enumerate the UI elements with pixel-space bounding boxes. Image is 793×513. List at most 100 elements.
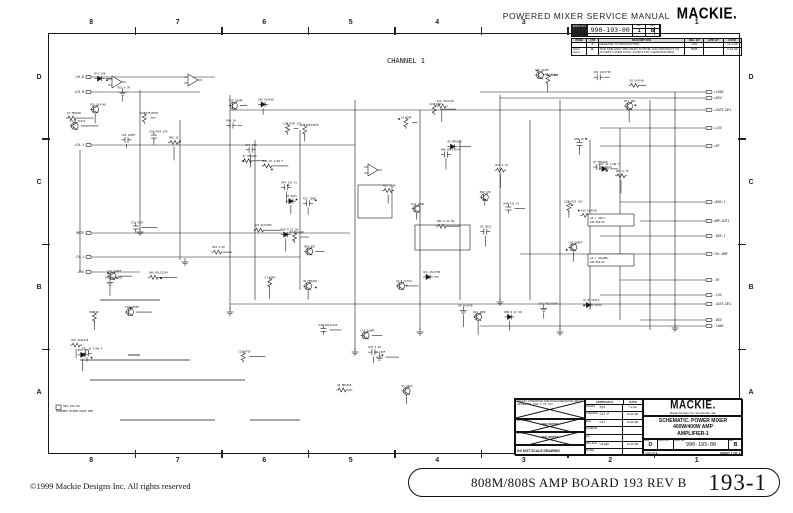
dwg-no-value: 990-193-00 xyxy=(588,25,633,36)
drawing-title-line1: SCHEMATIC, POWER MIXER xyxy=(658,417,728,424)
svg-text:D20 DL4148: D20 DL4148 xyxy=(90,102,106,106)
approval-row: QA xyxy=(586,434,642,442)
svg-text:MUTE: MUTE xyxy=(76,231,84,235)
svg-text:100-084-00: 100-084-00 xyxy=(590,221,605,224)
approvals-header: APPROVALS xyxy=(586,400,624,404)
sheet-of-label: SHEET 1 OF 4 xyxy=(719,451,740,455)
grid-letter-left: A xyxy=(36,389,42,397)
svg-text:990-193-00: 990-193-00 xyxy=(63,404,80,408)
svg-text:-HT: -HT xyxy=(714,278,720,282)
grid-letter-right: A xyxy=(748,389,754,397)
svg-text:Q24 MJE15030: Q24 MJE15030 xyxy=(300,123,319,127)
svg-text:R80 0.22 5W: R80 0.22 5W xyxy=(437,219,455,223)
schematic-svg: -CH-B+CH-B+CH-1MUTE-CH-1-45V+100V+85V+GA… xyxy=(55,57,731,501)
svg-text:CH1-AMP: CH1-AMP xyxy=(714,252,728,256)
grid-tick xyxy=(480,450,482,458)
do-not-scale-note: DO NOT SCALE DRAWING xyxy=(517,448,560,453)
svg-text:-15V: -15V xyxy=(714,293,722,297)
svg-text:C4 10PF: C4 10PF xyxy=(374,350,385,354)
copyright-notice: ©1999 Mackie Designs Inc. All rights res… xyxy=(30,481,191,491)
svg-text:-GATE-DR1: -GATE-DR1 xyxy=(714,302,731,306)
svg-text:Q24 MJE15030: Q24 MJE15030 xyxy=(539,301,558,305)
rev-col-header: DATE xyxy=(722,37,743,44)
rev-col-header: LTR xyxy=(586,37,599,44)
grid-tick xyxy=(134,450,136,458)
dwg-number: 990-193-00 xyxy=(685,442,717,448)
svg-text:D3 ZD15: D3 ZD15 xyxy=(402,384,413,388)
svg-text:C29 100PF: C29 100PF xyxy=(125,305,139,309)
drawing-title-line2: 400W/400W AMP xyxy=(673,424,713,431)
crossed-out-mark xyxy=(516,420,584,431)
svg-text:Q16 2SA1145: Q16 2SA1145 xyxy=(437,99,455,103)
svg-text:+# = (MIC): +# = (MIC) xyxy=(590,216,606,220)
svg-text:R55 4.7K: R55 4.7K xyxy=(616,169,629,173)
svg-text:Q7 MPSA06: Q7 MPSA06 xyxy=(243,154,257,158)
company-subline: Mackie Designs Inc. Woodinville, Wa. xyxy=(669,411,717,415)
crossed-out-mark xyxy=(516,400,584,418)
svg-text:R71 10K: R71 10K xyxy=(246,143,257,147)
svg-text:R12 100K: R12 100K xyxy=(473,310,486,314)
svg-text:R23 2.2K: R23 2.2K xyxy=(383,184,396,188)
svg-text:R44 332 1%: R44 332 1% xyxy=(543,72,559,76)
svg-text:R55 4.7K: R55 4.7K xyxy=(118,85,131,89)
cad-file-label: CAD FILE: xyxy=(645,451,659,455)
grid-tick xyxy=(394,27,396,35)
svg-text:+# = (BLANK): +# = (BLANK) xyxy=(590,256,609,260)
svg-text:+85V: +85V xyxy=(714,96,722,100)
approval-row: MATERIAL xyxy=(586,427,642,435)
svg-text:Q40 MJL21194: Q40 MJL21194 xyxy=(319,323,338,327)
svg-text:Q31 2SC2705: Q31 2SC2705 xyxy=(423,270,441,274)
svg-text:C30 47UF 25V: C30 47UF 25V xyxy=(283,122,302,126)
svg-text:R55 4.7K: R55 4.7K xyxy=(495,163,508,167)
grid-letter-right: D xyxy=(748,73,754,81)
svg-text:Q7 MPSA06: Q7 MPSA06 xyxy=(67,111,81,115)
svg-text:R31 1K 1/4W F: R31 1K 1/4W F xyxy=(599,162,620,166)
svg-text:POWERED MIXER MAIN AMP: POWERED MIXER MAIN AMP xyxy=(56,409,93,413)
svg-text:U1:B TL072: U1:B TL072 xyxy=(70,119,86,123)
svg-text:C4 10PF: C4 10PF xyxy=(401,116,412,120)
grid-tick xyxy=(42,138,50,140)
grid-tick xyxy=(480,27,482,35)
grid-letter-right: B xyxy=(748,284,754,292)
svg-text:C30 47UF 25V: C30 47UF 25V xyxy=(564,200,583,204)
grid-tick xyxy=(307,27,309,35)
svg-text:R71 10K: R71 10K xyxy=(95,72,106,76)
approval-row: MODEL xyxy=(586,449,642,455)
crossed-out-mark xyxy=(516,433,584,444)
grid-tick xyxy=(567,27,569,35)
svg-text:Q40 MJL21194: Q40 MJL21194 xyxy=(149,270,168,274)
doc-number-box: DWG NO. 990-193-00 SHT 1 REV B xyxy=(571,24,661,37)
rev-col-header: REL. BY xyxy=(684,37,705,44)
svg-text:D20 DL4148: D20 DL4148 xyxy=(581,208,597,212)
grid-tick xyxy=(394,450,396,458)
sheet-label: SHT xyxy=(632,24,646,29)
svg-text:AMP-OUT1: AMP-OUT1 xyxy=(714,219,729,223)
svg-text:Q9 MPSA56: Q9 MPSA56 xyxy=(303,279,317,283)
svg-text:-100V: -100V xyxy=(714,324,724,328)
svg-text:R23 2.2K: R23 2.2K xyxy=(212,245,225,249)
rev-cell: REV B xyxy=(646,24,661,36)
svg-text:R68 1K: R68 1K xyxy=(574,137,584,141)
grid-letter-left: D xyxy=(36,73,42,81)
grid-letter-left: B xyxy=(36,284,42,292)
sheet-cell: SHT 1 xyxy=(632,24,647,36)
grid-number-top: 7 xyxy=(175,19,180,26)
svg-text:+CH-B: +CH-B xyxy=(74,90,84,94)
svg-text:C29 100PF: C29 100PF xyxy=(122,133,136,137)
svg-text:R23 2.2K: R23 2.2K xyxy=(368,345,381,349)
svg-text:C15 220PF: C15 220PF xyxy=(535,68,549,72)
svg-text:-CH-B: -CH-B xyxy=(74,75,84,79)
svg-text:C22 47UF: C22 47UF xyxy=(238,350,251,354)
grid-number-top: 5 xyxy=(348,19,353,26)
grid-tick xyxy=(738,243,746,245)
svg-text:-CH-1: -CH-1 xyxy=(74,255,84,259)
svg-text:D20 DL4148: D20 DL4148 xyxy=(258,97,274,101)
svg-text:D8 DL4148: D8 DL4148 xyxy=(458,303,472,307)
svg-text:+15V: +15V xyxy=(714,126,722,130)
svg-text:Q7 MPSA06: Q7 MPSA06 xyxy=(593,160,607,164)
svg-text:R90 47K: R90 47K xyxy=(78,348,89,352)
